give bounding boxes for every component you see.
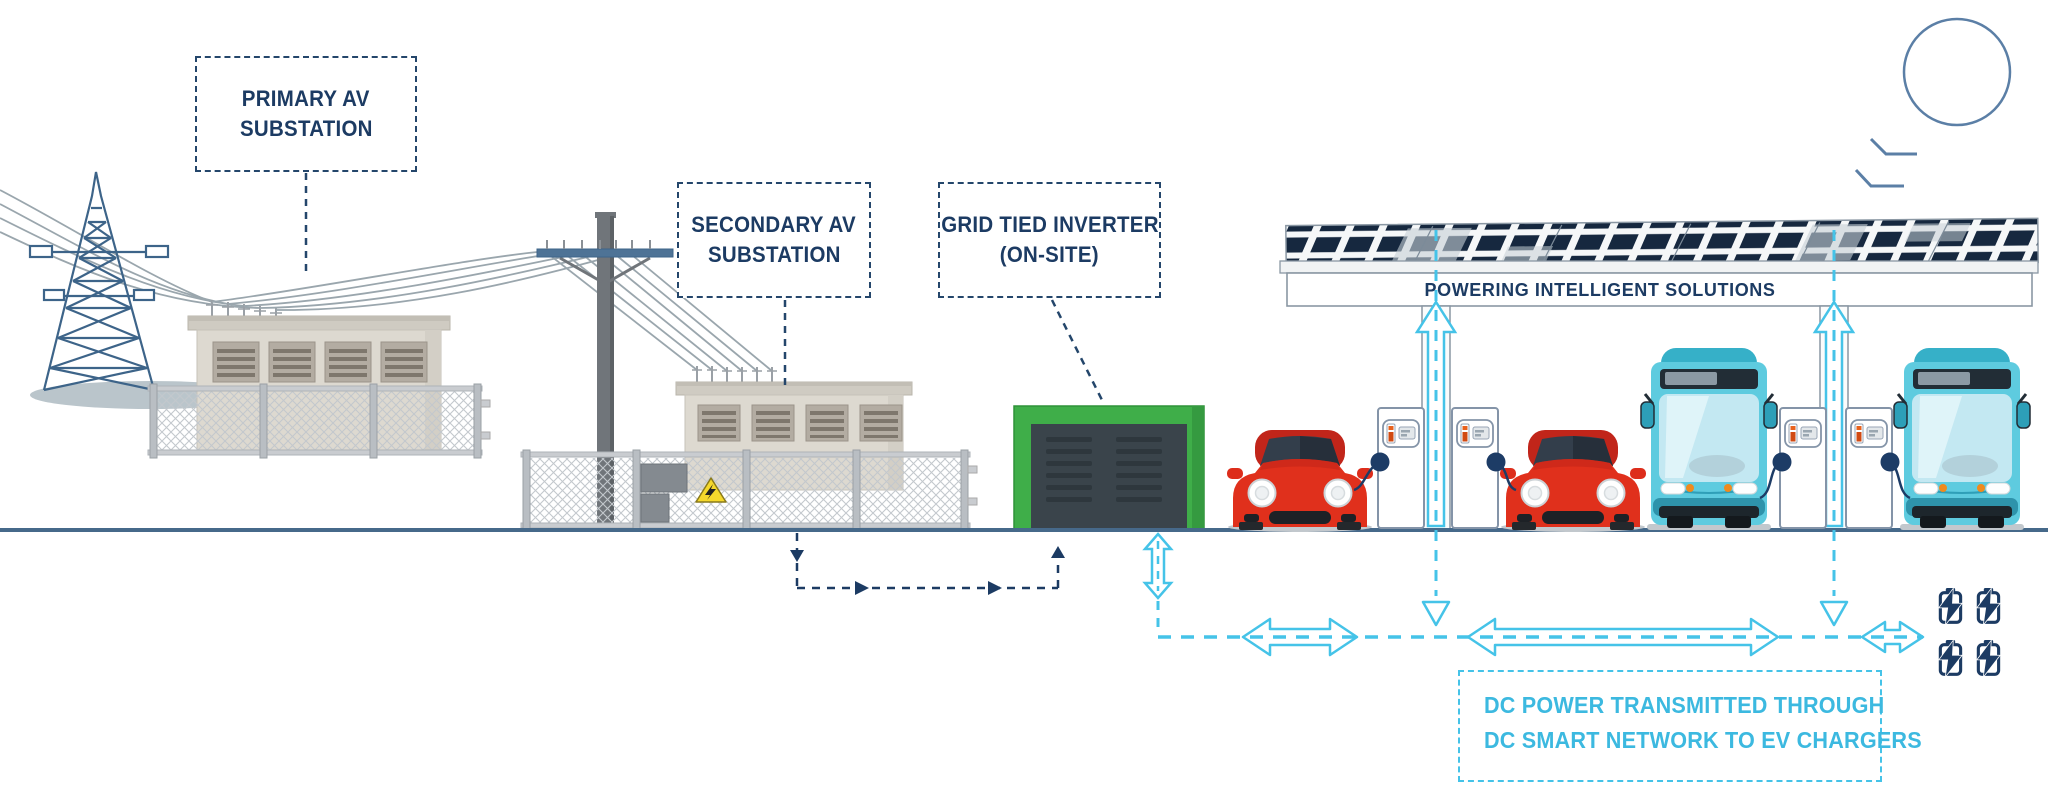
ground-line bbox=[0, 528, 2048, 532]
primary-substation-fence bbox=[147, 383, 491, 459]
label-connectors bbox=[304, 173, 1106, 405]
label-line: PRIMARY AV bbox=[242, 86, 370, 112]
transmission-tower-icon bbox=[28, 171, 170, 392]
charger-connector bbox=[1370, 452, 1390, 472]
power-lines-mid bbox=[211, 250, 617, 311]
sun-icon bbox=[1854, 17, 2012, 188]
label-line: SUBSTATION bbox=[707, 242, 841, 267]
red-car-icon bbox=[1499, 429, 1647, 533]
battery-charging-icon bbox=[1938, 586, 1963, 626]
dc-flow-arrow-icon bbox=[1241, 617, 1925, 657]
canopy-banner: POWERING INTELLIGENT SOLUTIONS bbox=[1424, 280, 1776, 300]
secondary-substation-label: SECONDARY AV SUBSTATION bbox=[677, 182, 871, 298]
charger-connector bbox=[1486, 452, 1506, 472]
charger-connector bbox=[1772, 452, 1792, 472]
inverter-updown-arrow-icon bbox=[1142, 532, 1174, 600]
red-car-icon bbox=[1226, 429, 1374, 533]
label-connector-inverter bbox=[1050, 299, 1106, 405]
grid-tied-inverter-label: GRID TIED INVERTER (ON-SITE) bbox=[938, 182, 1161, 298]
battery-charging-icon bbox=[1938, 638, 1963, 678]
label-line: SECONDARY AV bbox=[691, 212, 857, 238]
battery-charging-icon bbox=[1976, 586, 2001, 626]
battery-charging-icon bbox=[1976, 638, 2001, 678]
battery-bank bbox=[1938, 586, 2001, 678]
note-line: DC POWER TRANSMITTED THROUGH bbox=[1484, 692, 1885, 718]
note-line: DC SMART NETWORK TO EV CHARGERS bbox=[1484, 727, 1922, 753]
charger-connector bbox=[1880, 452, 1900, 472]
underground-flow-arrow-icon bbox=[790, 533, 1065, 595]
ev-chargers bbox=[1353, 407, 1911, 529]
label-line: (ON-SITE) bbox=[999, 242, 1100, 267]
drop-arrowhead-icon bbox=[1819, 600, 1849, 627]
secondary-substation-fence bbox=[520, 449, 978, 530]
electric-bus-icon bbox=[1639, 346, 1779, 532]
utility-pole-icon bbox=[536, 212, 674, 529]
dc-flow bbox=[1142, 230, 1925, 657]
warning-sign-icon bbox=[695, 477, 727, 503]
electric-bus-icon bbox=[1892, 346, 2032, 532]
dc-power-note: DC POWER TRANSMITTED THROUGH DC SMART NE… bbox=[1458, 670, 1922, 782]
drop-arrowhead-icon bbox=[1421, 600, 1451, 627]
inverter-building-icon bbox=[1013, 405, 1205, 530]
label-line: SUBSTATION bbox=[239, 116, 373, 141]
label-line: GRID TIED INVERTER bbox=[940, 212, 1159, 238]
primary-substation-label: PRIMARY AV SUBSTATION bbox=[195, 56, 417, 172]
